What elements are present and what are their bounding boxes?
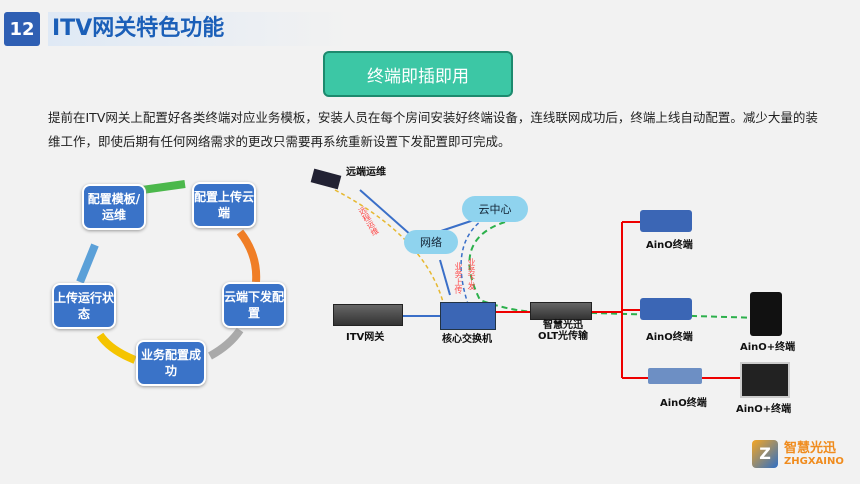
itv-gateway-device: [333, 304, 403, 326]
terminal-2-label: AinO终端: [646, 332, 693, 343]
cycle-arrow-orange: [236, 229, 261, 283]
plus-terminal-2-label: AinO+终端: [736, 404, 792, 415]
cycle-step-config-success: 业务配置成功: [136, 340, 206, 386]
description-text: 提前在ITV网关上配置好各类终端对应业务模板，安装人员在每个房间安装好终端设备，…: [48, 110, 818, 149]
plus-terminal-1-label: AinO+终端: [740, 342, 796, 353]
cycle-step-upload-cloud: 配置上传云端: [192, 182, 256, 228]
cycle-step-upload-status: 上传运行状态: [52, 283, 116, 329]
aino-terminal-2: [640, 298, 692, 320]
olt-desc: OLT光传输: [538, 331, 589, 342]
cycle-step-cloud-deliver: 云端下发配置: [222, 282, 286, 328]
logo-icon: Z: [752, 440, 778, 468]
plug-and-play-button[interactable]: 终端即插即用: [323, 51, 513, 97]
itv-label: ITV网关: [346, 332, 385, 343]
cycle-arrow-gray: [208, 327, 244, 360]
aino-terminal-3: [648, 368, 702, 384]
network-cloud: 网络: [404, 230, 458, 254]
upload-label: 业务上传: [454, 262, 463, 294]
screen-device: [740, 362, 790, 398]
cycle-step-config-template: 配置模板/运维: [82, 184, 146, 230]
remote-label: 远端运维: [346, 167, 386, 178]
logo-cn: 智慧光迅: [784, 441, 837, 456]
cycle-arrow-blue: [76, 243, 99, 284]
deliver-label: 业务下发: [467, 258, 476, 290]
cycle-arrow-yellow: [96, 332, 137, 364]
cloud-center: 云中心: [462, 196, 528, 222]
terminal-1-label: AinO终端: [646, 240, 693, 251]
cycle-arrow-green: [141, 180, 186, 194]
core-switch-device: [440, 302, 496, 330]
slide-number: 12: [4, 12, 40, 46]
logo-en: ZHGXAINO: [784, 456, 844, 467]
terminal-3-label: AinO终端: [660, 398, 707, 409]
olt-name: 智慧光迅: [543, 320, 584, 331]
page-title: ITV网关特色功能: [48, 12, 352, 46]
aino-terminal-1: [640, 210, 692, 232]
core-switch-label: 核心交换机: [442, 334, 492, 345]
olt-device: [530, 302, 592, 320]
speaker-device: [750, 292, 782, 336]
